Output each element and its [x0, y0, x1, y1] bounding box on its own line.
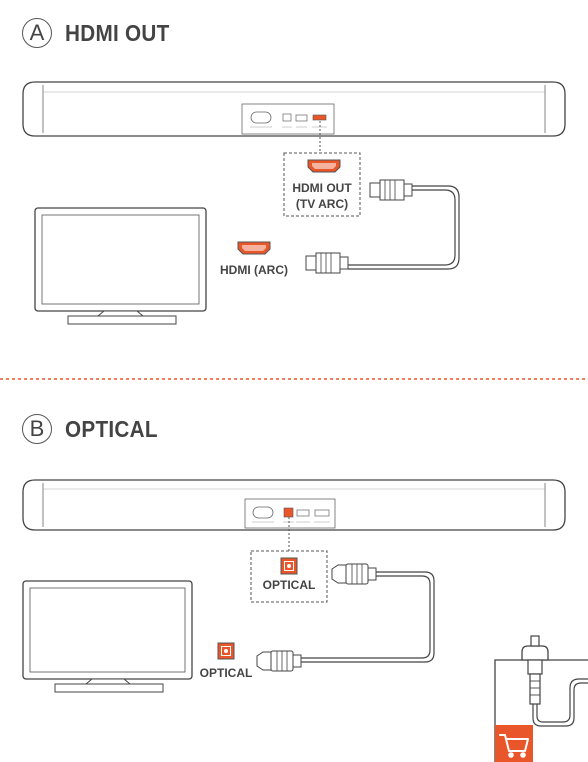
soundbar-hdmi-label: HDMI OUT — [292, 181, 352, 195]
shopping-cart-icon — [499, 734, 529, 758]
hdmi-cable — [305, 179, 460, 274]
section-b-header: B OPTICAL — [22, 414, 168, 444]
soundbar-a — [22, 81, 566, 137]
callout-box-a — [283, 152, 361, 217]
tv-a — [34, 207, 207, 325]
soundbar-b — [22, 479, 566, 531]
optical-cable — [256, 563, 435, 672]
hdmi-port-icon-tv — [237, 241, 271, 255]
section-b-title: OPTICAL — [65, 415, 158, 442]
optical-port-icon — [280, 557, 298, 575]
soundbar-hdmi-sublabel: (TV ARC) — [295, 197, 349, 211]
tv-optical-label: OPTICAL — [199, 666, 253, 680]
callout-box-b — [250, 550, 328, 603]
hdmi-port-icon — [307, 159, 341, 173]
section-a-badge: A — [22, 18, 52, 48]
tv-hdmi-label: HDMI (ARC) — [220, 263, 288, 277]
section-b-badge: B — [22, 414, 52, 444]
soundbar-optical-label: OPTICAL — [262, 578, 316, 592]
tv-b — [22, 580, 193, 693]
section-a-header: A HDMI OUT — [22, 18, 181, 48]
section-a-title: HDMI OUT — [65, 19, 170, 46]
optical-cable-accessory — [494, 635, 588, 762]
optical-port-icon-tv — [217, 642, 235, 660]
